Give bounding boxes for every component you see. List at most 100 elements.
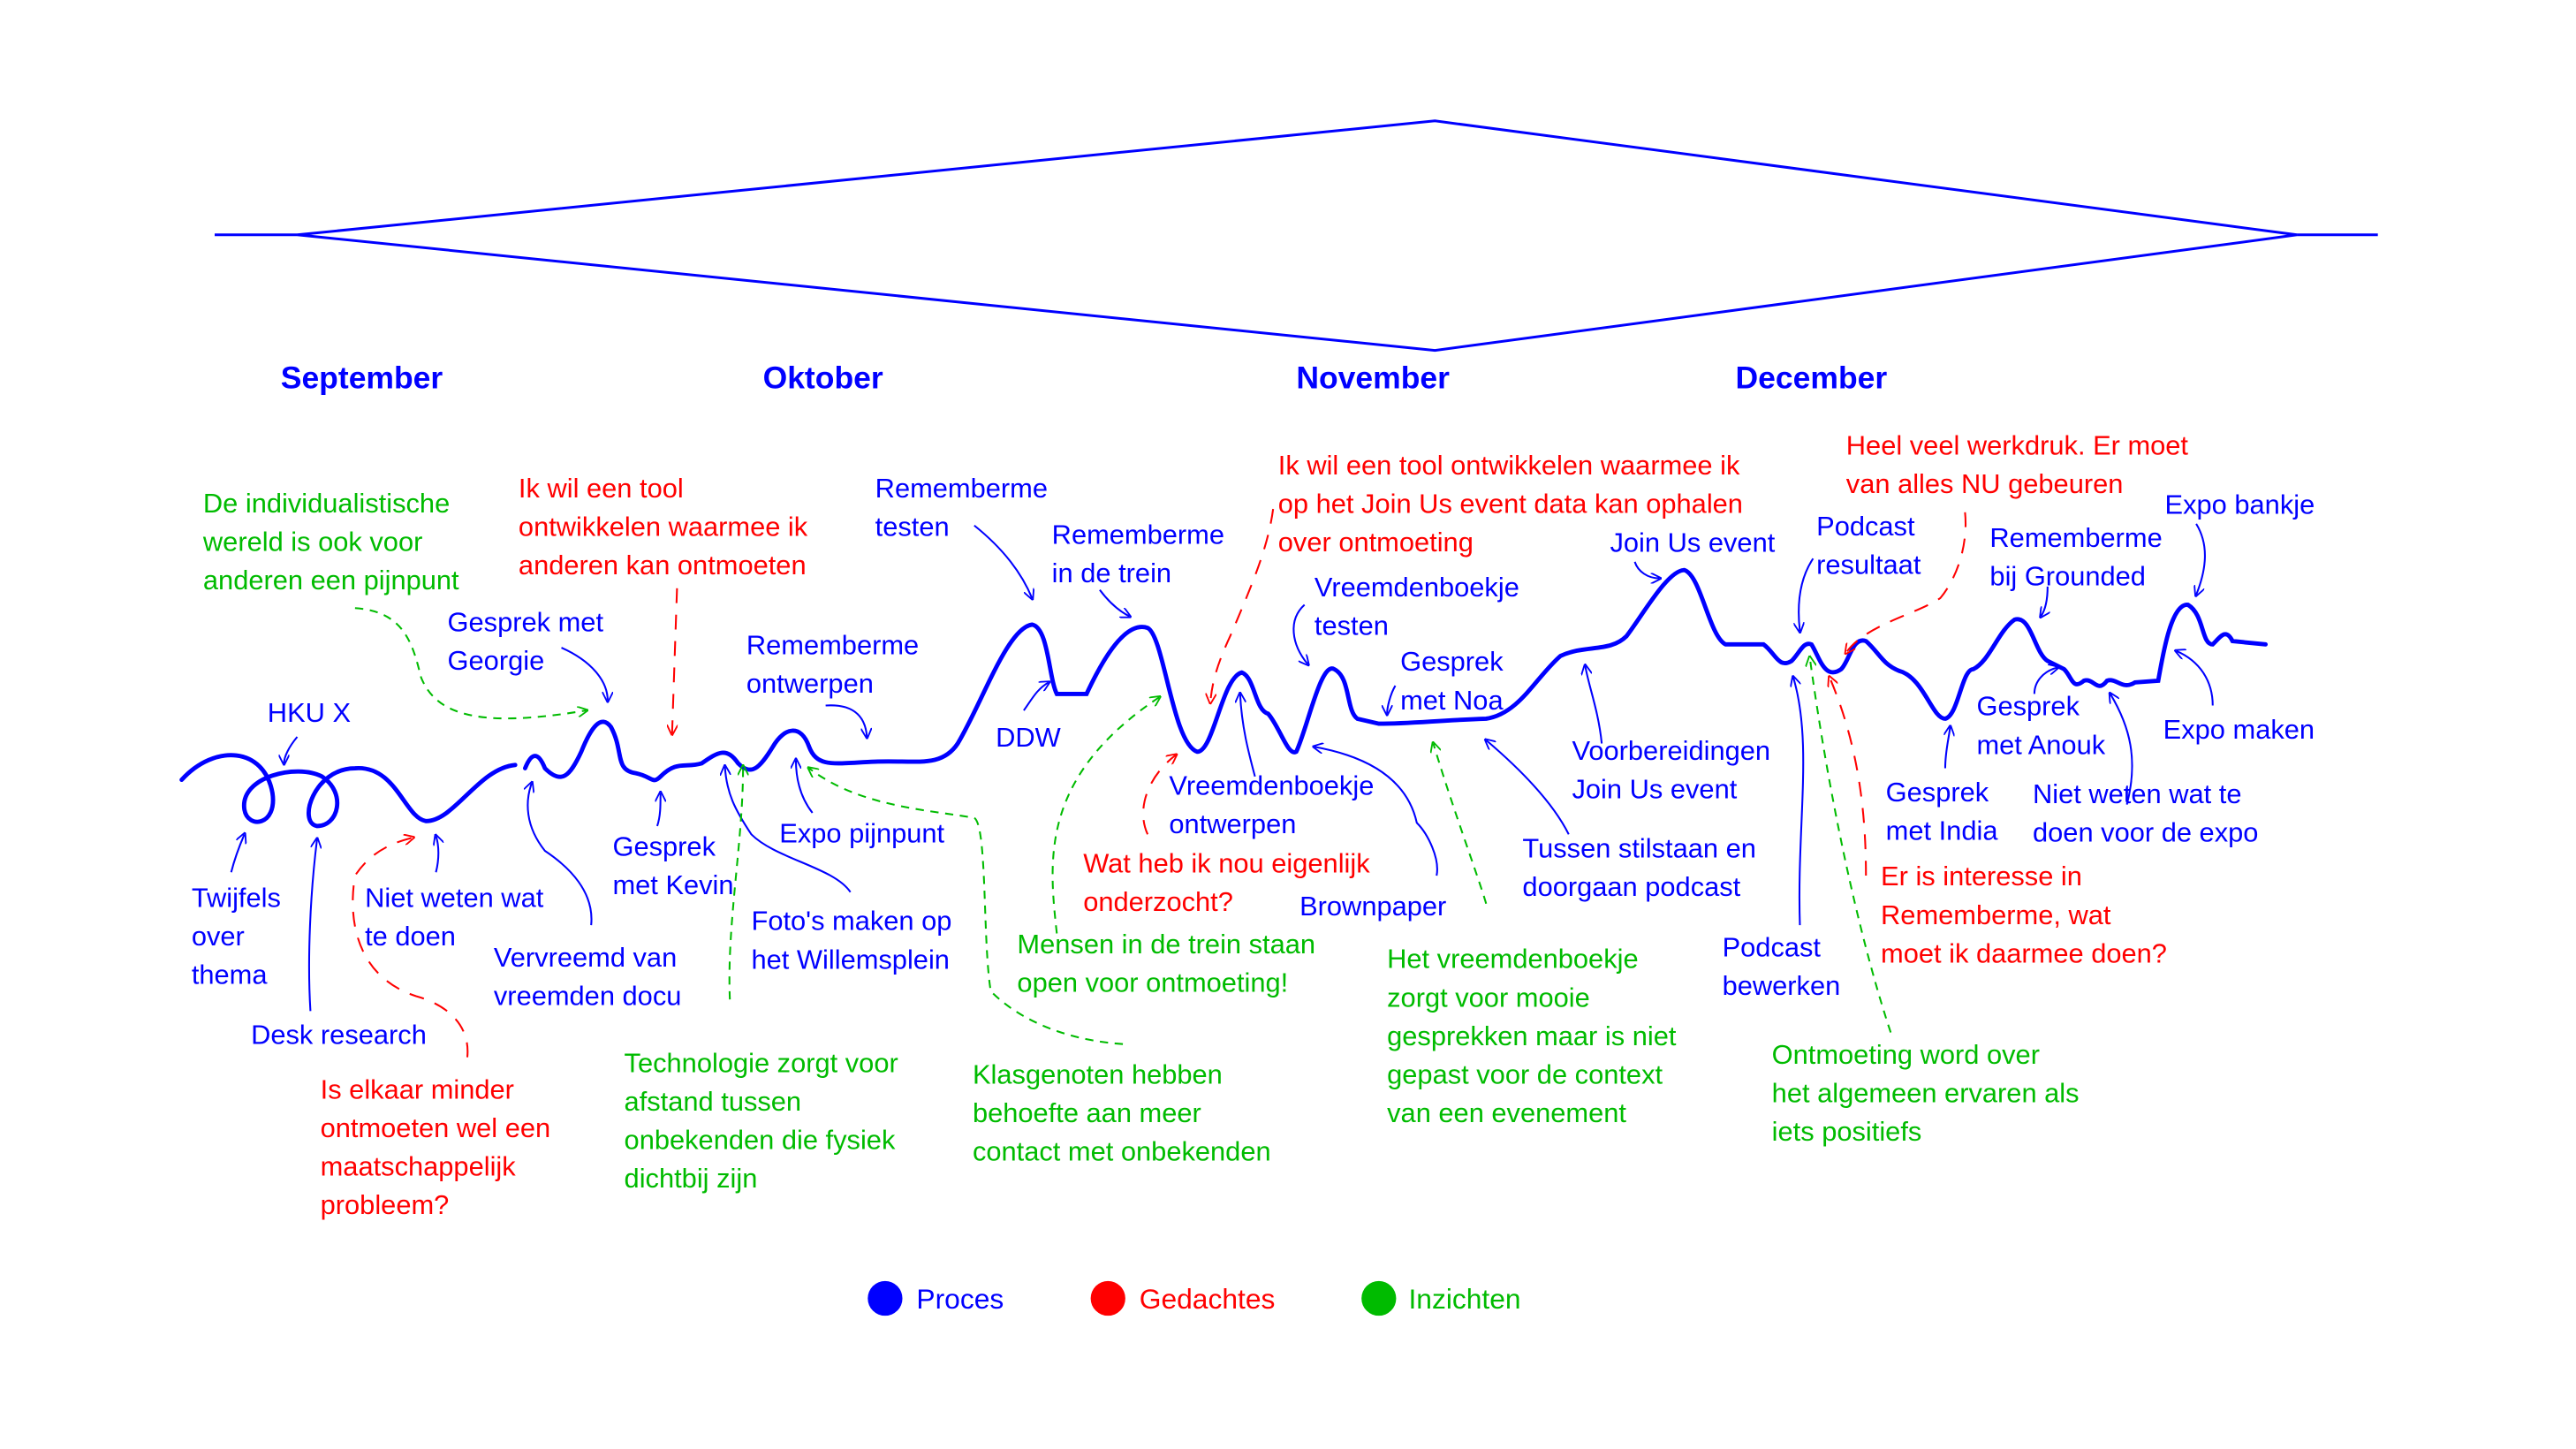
thought-arrow [1846,512,1967,653]
label-line: gesprekken maar is niet [1387,1020,1677,1051]
thought-arrow [1830,678,1868,876]
label-line: dichtbij zijn [625,1163,758,1194]
label-line: Mensen in de trein staan [1017,929,1315,960]
process-arrow [1945,727,1951,769]
label-line: doen voor de expo [2033,816,2258,847]
process-arrow [2196,523,2206,595]
label-line: Gesprek [612,831,716,862]
label-line: Niet weten wat te [2033,778,2241,809]
label-line: Is elkaar minder [321,1073,514,1104]
label-line: van een evenement [1387,1097,1626,1128]
process-arrow [1585,666,1603,744]
legend-label-gedachtes: Gedachtes [1140,1283,1276,1315]
insight-arrow [1433,743,1488,905]
label-line: Niet weten wat [365,883,544,914]
label-joinus: Join Us event [1610,527,1775,558]
label-hku-x: HKU X [268,697,351,728]
label-line: met Noa [1400,685,1504,716]
label-line: Er is interesse in [1881,861,2082,891]
process-arrow [527,783,593,926]
process-arrow [1793,678,1805,926]
insight-arrow [1810,657,1892,1033]
label-line: het Willemsplein [751,944,949,975]
label-line: op het Join Us event data kan ophalen [1278,488,1743,519]
month-oktober: Oktober [763,360,883,396]
label-line: ontmoeten wel een [321,1112,551,1143]
label-willemsplein: Foto's maken op het Willemsplein [751,906,951,975]
label-line: Join Us event [1572,774,1738,805]
label-line: doorgaan podcast [1522,871,1740,902]
label-expo-bankje: Expo bankje [2165,489,2315,520]
month-labels: September Oktober November December [281,360,1888,396]
process-arrow [2041,586,2047,617]
double-diamond [215,119,2378,353]
label-line: onderzocht? [1083,886,1233,917]
label-line: ontwikkelen waarmee ik [519,512,808,542]
process-arrow [725,767,852,893]
process-arrow [2110,694,2133,805]
insight-arrow [354,607,587,720]
thought-arrow [672,588,678,733]
label-line: bij Grounded [1989,561,2146,592]
label-line: maatschappelijk [321,1150,517,1181]
label-line: iets positiefs [1772,1116,1922,1147]
label-line: Vreemdenboekje [1169,770,1374,800]
label-line: Foto's maken op [751,906,951,937]
label-line: testen [1315,611,1389,641]
process-arrow [2177,651,2214,706]
label-line: met India [1886,815,1999,846]
label-line: Georgie [448,645,545,676]
label-line: anderen een pijnpunt [203,565,459,596]
label-line: Vreemdenboekje [1315,572,1519,603]
label-desk-research: Desk research [251,1020,427,1051]
label-expo-maken: Expo maken [2163,714,2315,745]
label-line: Tussen stilstaan en [1522,832,1755,863]
label-ontmoeting-positief: Ontmoeting word over het algemeen ervaren… [1772,1039,2080,1147]
process-arrow [1292,603,1307,664]
label-kevin: Gesprek met Kevin [612,831,733,901]
label-podcast-stil: Tussen stilstaan en doorgaan podcast [1522,832,1755,902]
label-line: over ontmoeting [1278,527,1474,558]
label-line: Rememberme [1052,519,1224,550]
label-line: over [192,921,245,952]
label-line: Rememberme, wat [1881,899,2111,930]
thought-arrow [1142,755,1176,835]
label-line: met Kevin [612,869,733,900]
process-arrow [436,836,438,873]
process-arrow [1315,747,1438,876]
process-arrow [307,839,317,1012]
label-line: Heel veel werkdruk. Er moet [1846,429,2189,460]
label-line: ontwerpen [746,668,874,699]
process-timeline-curve [179,567,2269,829]
label-line: het algemeen ervaren als [1772,1078,2080,1109]
label-line: Gesprek met [448,606,604,637]
thought-arrow [352,838,469,1058]
label-niet-weten-expo: Niet weten wat te doen voor de expo [2033,778,2258,848]
label-line: Twijfels [192,883,281,914]
label-line: moet ik daarmee doen? [1881,937,2167,968]
label-line: Podcast [1723,932,1822,963]
label-line: onbekenden die fysiek [625,1125,896,1156]
label-line: wereld is ook voor [202,526,422,557]
label-line: Ontmoeting word over [1772,1039,2040,1070]
label-brownpaper: Brownpaper [1299,891,1446,922]
label-line: testen [875,512,950,542]
process-arrow [2033,668,2057,694]
insight-arrow [1051,697,1160,934]
label-ddw: DDW [996,722,1061,753]
